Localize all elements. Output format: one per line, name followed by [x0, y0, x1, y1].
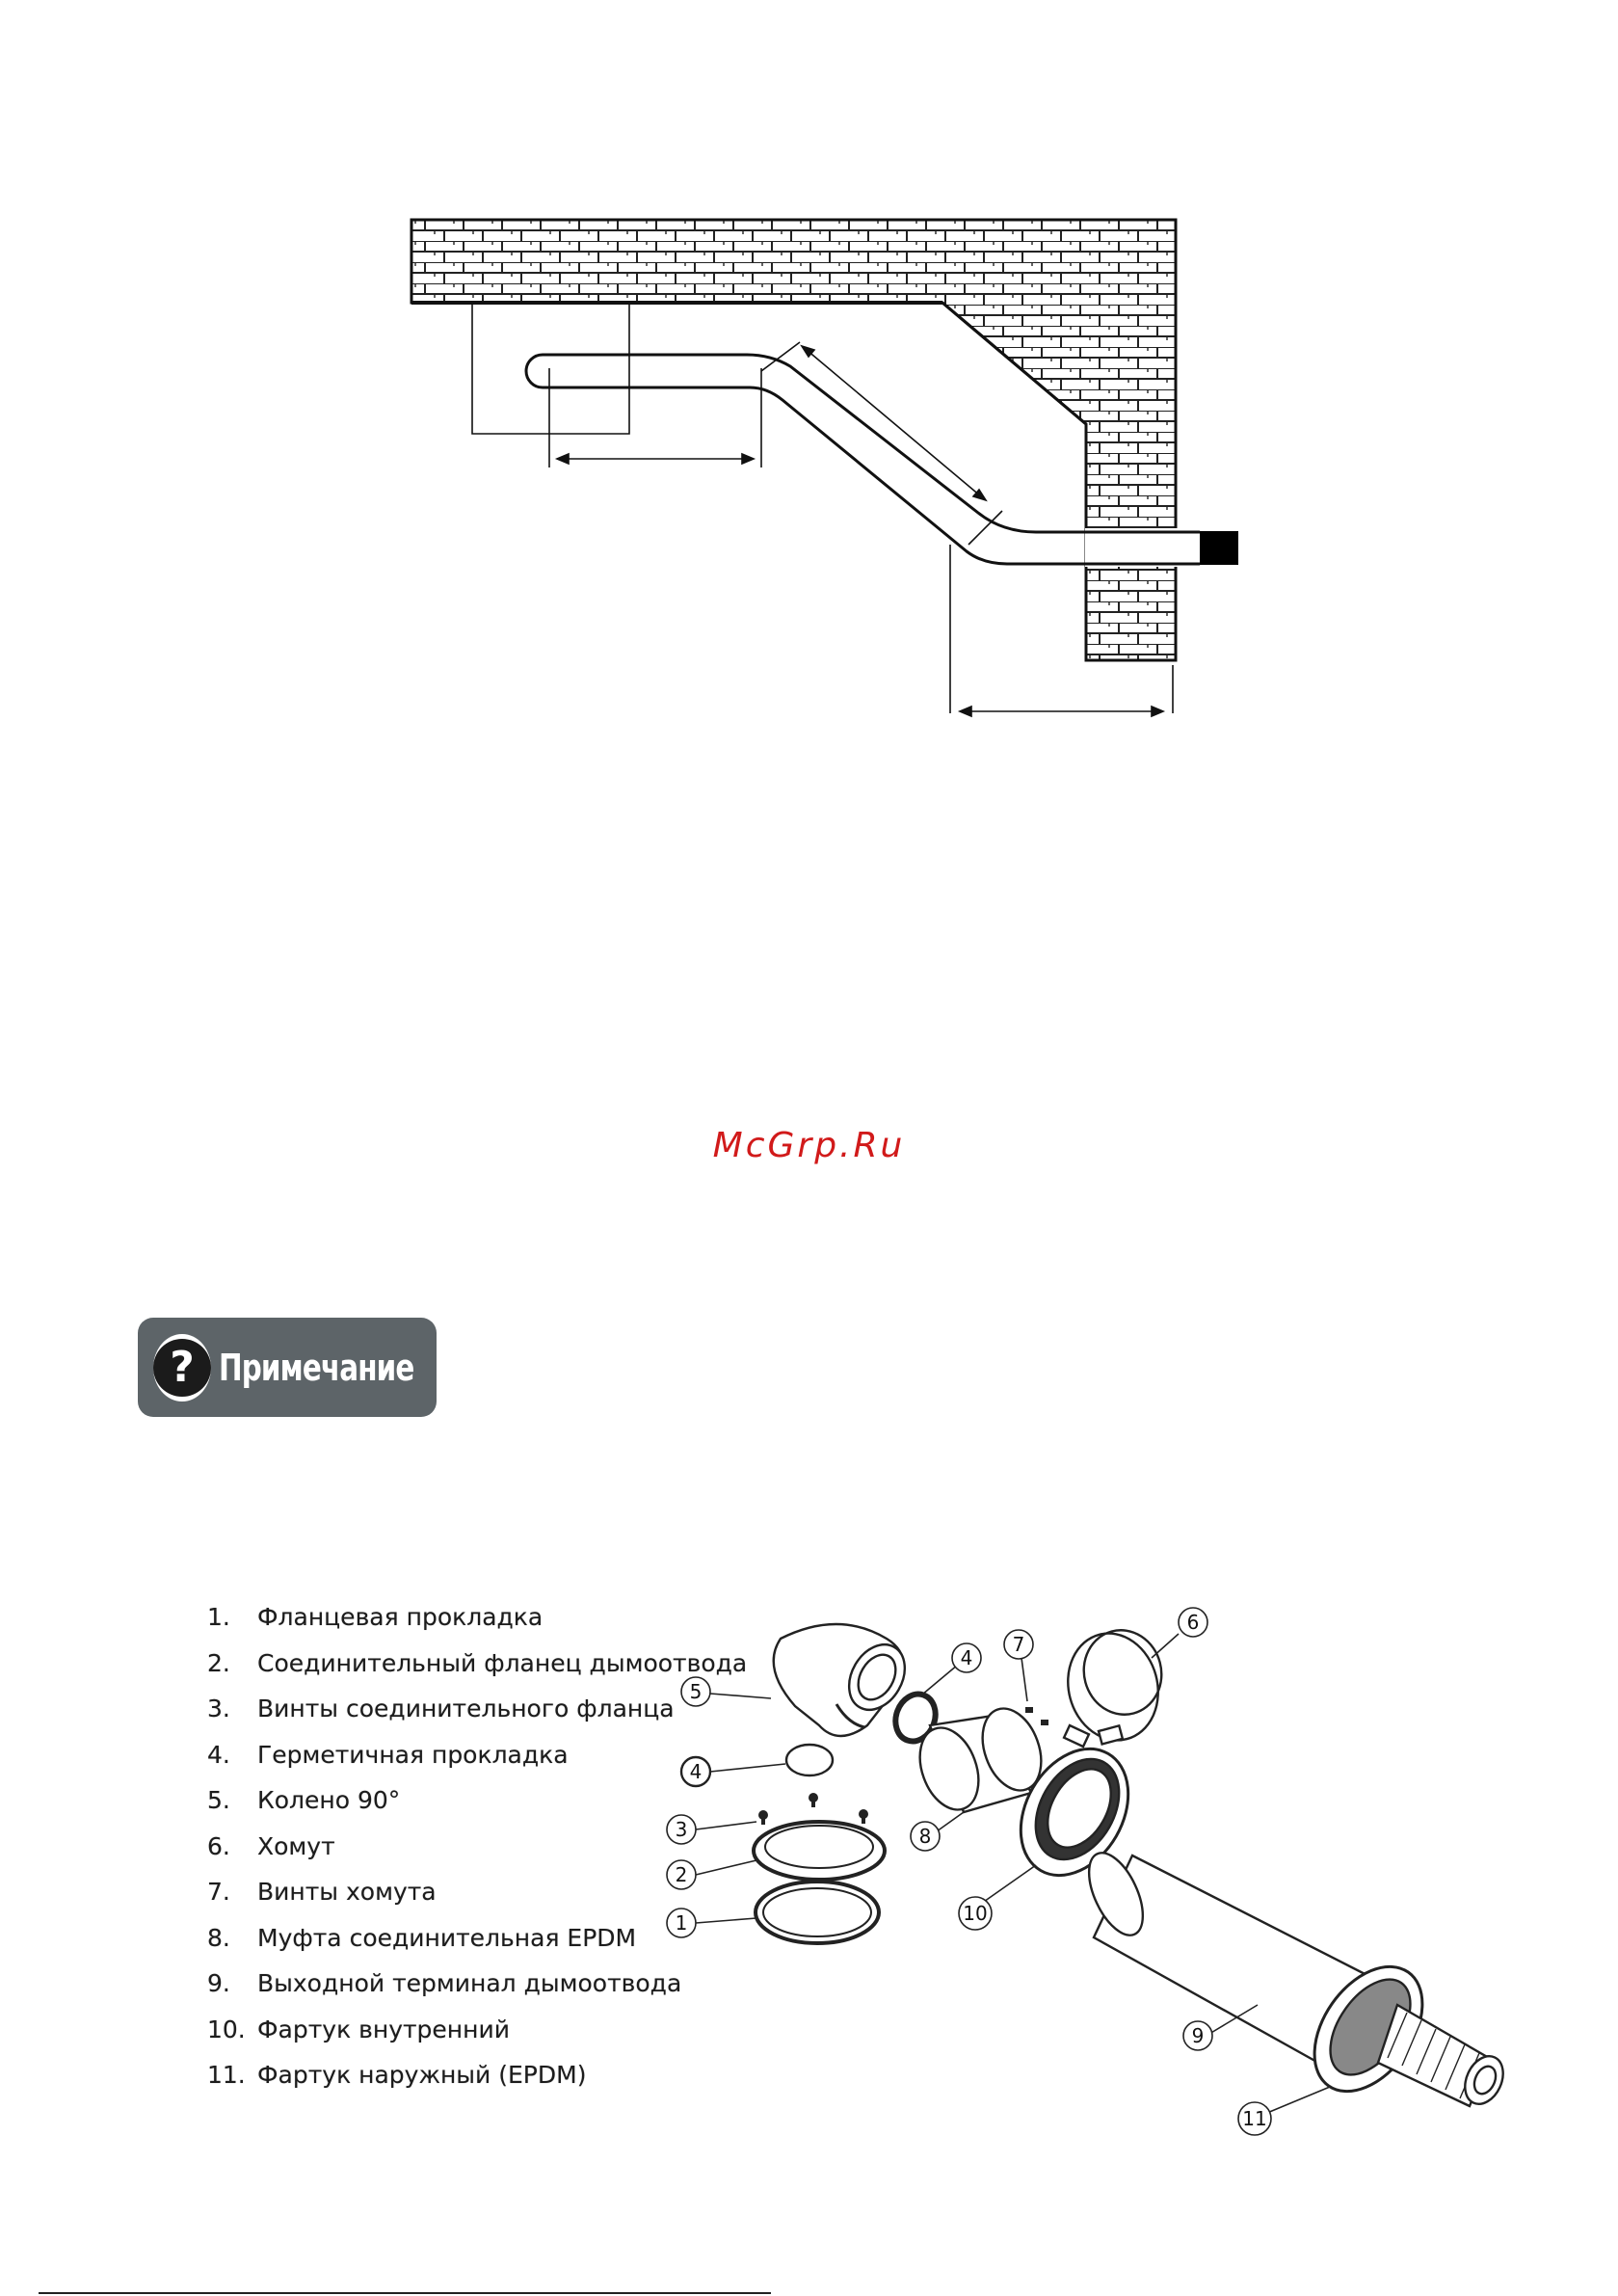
item-number: 8. [207, 1923, 230, 1952]
list-item: 11. Фартук наружный (EPDM) [207, 2052, 747, 2098]
list-item: 5. Колено 90° [207, 1777, 747, 1824]
flange-gasket [754, 1880, 881, 1945]
clamp [1062, 1629, 1163, 1749]
svg-text:1: 1 [676, 1911, 688, 1935]
footer-rule [39, 2292, 771, 2294]
connection-flange [752, 1820, 887, 1882]
callout-2: 2 [666, 1859, 697, 1890]
exploded-parts-diagram: 5 4 7 6 4 3 2 1 8 10 9 11 [666, 1607, 1504, 2136]
item-number: 9. [207, 1969, 230, 1998]
svg-text:10: 10 [963, 1902, 987, 1925]
svg-text:4: 4 [961, 1646, 973, 1669]
list-item: 3. Винты соединительного фланца [207, 1686, 747, 1732]
callout-3: 3 [666, 1814, 697, 1845]
svg-text:2: 2 [676, 1863, 688, 1886]
item-label: Соединительный фланец дымоотвода [257, 1648, 748, 1677]
item-label: Колено 90° [257, 1786, 401, 1815]
terminal-cap [1200, 531, 1238, 565]
dimension-lines [548, 341, 1174, 718]
clamp-screws [1025, 1707, 1048, 1725]
callout-8: 8 [910, 1821, 941, 1852]
item-number: 7. [207, 1878, 230, 1907]
callout-5: 5 [680, 1676, 711, 1707]
item-number: 11. [207, 2061, 246, 2090]
item-label: Хомут [257, 1831, 335, 1860]
callout-7: 7 [1003, 1629, 1034, 1660]
flue-installation-diagram [410, 218, 1238, 718]
callout-9: 9 [1182, 2020, 1213, 2051]
list-item: 2. Соединительный фланец дымоотвода [207, 1641, 747, 1687]
item-number: 6. [207, 1831, 230, 1860]
item-number: 5. [207, 1786, 230, 1815]
flue-terminal [1087, 1852, 1504, 2108]
callout-11: 11 [1237, 2101, 1272, 2136]
item-number: 2. [207, 1648, 230, 1677]
svg-text:5: 5 [690, 1680, 703, 1703]
svg-text:4: 4 [690, 1760, 703, 1783]
item-label: Фланцевая прокладка [257, 1603, 544, 1632]
svg-text:3: 3 [676, 1818, 688, 1841]
list-item: 6. Хомут [207, 1824, 747, 1870]
item-number: 3. [207, 1695, 230, 1723]
list-item: 7. Винты хомута [207, 1869, 747, 1915]
watermark: McGrp.Ru [712, 1126, 906, 1165]
callout-6: 6 [1178, 1607, 1208, 1638]
callout-4: 4 [951, 1642, 982, 1673]
list-item: 10. Фартук внутренний [207, 2007, 747, 2053]
seal-gasket-small [784, 1743, 835, 1777]
list-item: 4. Герметичная прокладка [207, 1732, 747, 1778]
item-number: 4. [207, 1740, 230, 1769]
callout-1: 1 [666, 1908, 697, 1938]
callout-4-left: 4 [679, 1755, 712, 1788]
svg-text:7: 7 [1013, 1633, 1025, 1656]
list-item: 1. Фланцевая прокладка [207, 1594, 747, 1641]
list-item: 8. Муфта соединительная EPDM [207, 1915, 747, 1962]
wall-opening [1085, 528, 1178, 567]
list-item: 9. Выходной терминал дымоотвода [207, 1961, 747, 2007]
inner-apron [1019, 1747, 1130, 1878]
coupling-sleeve [918, 1707, 1043, 1814]
flue-pipe [524, 353, 1200, 566]
elbow-90 [772, 1622, 907, 1738]
callout-10: 10 [958, 1896, 993, 1931]
brick-wall [410, 218, 1178, 662]
item-label: Выходной терминал дымоотвода [257, 1969, 682, 1998]
boiler-bracket [471, 303, 630, 435]
note-label: Примечание [219, 1346, 414, 1389]
svg-text:9: 9 [1192, 2024, 1205, 2047]
item-number: 10. [207, 2015, 246, 2043]
svg-text:8: 8 [919, 1825, 932, 1848]
svg-text:11: 11 [1242, 2107, 1266, 2130]
item-label: Винты хомута [257, 1878, 437, 1907]
item-label: Фартук внутренний [257, 2015, 510, 2043]
note-badge: ? Примечание [138, 1318, 437, 1417]
question-mark-icon: ? [153, 1333, 211, 1402]
item-label: Муфта соединительная EPDM [257, 1923, 637, 1952]
parts-list: 1. Фланцевая прокладка 2. Соединительный ф… [207, 1594, 747, 2098]
item-label: Герметичная прокладка [257, 1740, 569, 1769]
item-label: Фартук наружный (EPDM) [257, 2061, 587, 2090]
svg-text:6: 6 [1187, 1611, 1200, 1634]
item-number: 1. [207, 1603, 230, 1632]
item-label: Винты соединительного фланца [257, 1695, 675, 1723]
